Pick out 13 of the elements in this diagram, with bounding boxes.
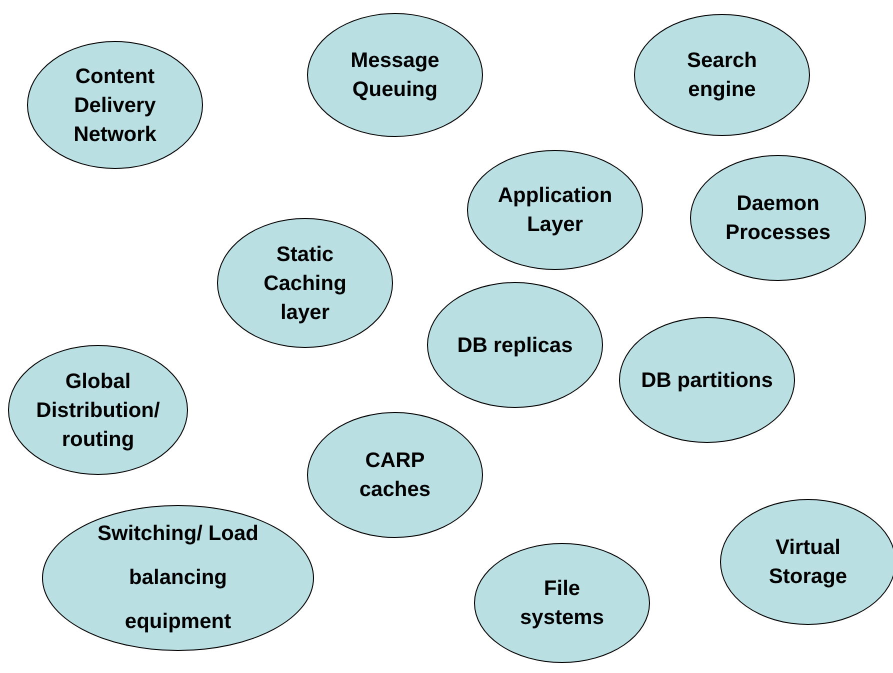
node-label: Application Layer (496, 183, 614, 238)
node-label: Static Caching layer (262, 242, 348, 326)
node-label: Daemon Processes (724, 191, 832, 246)
node-label: Content Delivery Network (72, 64, 158, 148)
node-label: File systems (518, 576, 606, 631)
node-label: Message Queuing (350, 48, 440, 103)
node-label: DB partitions (641, 368, 773, 394)
node-label: Global Distribution/ routing (35, 368, 161, 452)
node-label: CARP caches (358, 448, 432, 503)
node-label: DB replicas (457, 332, 573, 358)
node-label: Virtual Storage (768, 535, 848, 590)
node-label: Search engine (686, 48, 758, 103)
node-label: Switching/ Load balancing equipment (96, 521, 260, 635)
